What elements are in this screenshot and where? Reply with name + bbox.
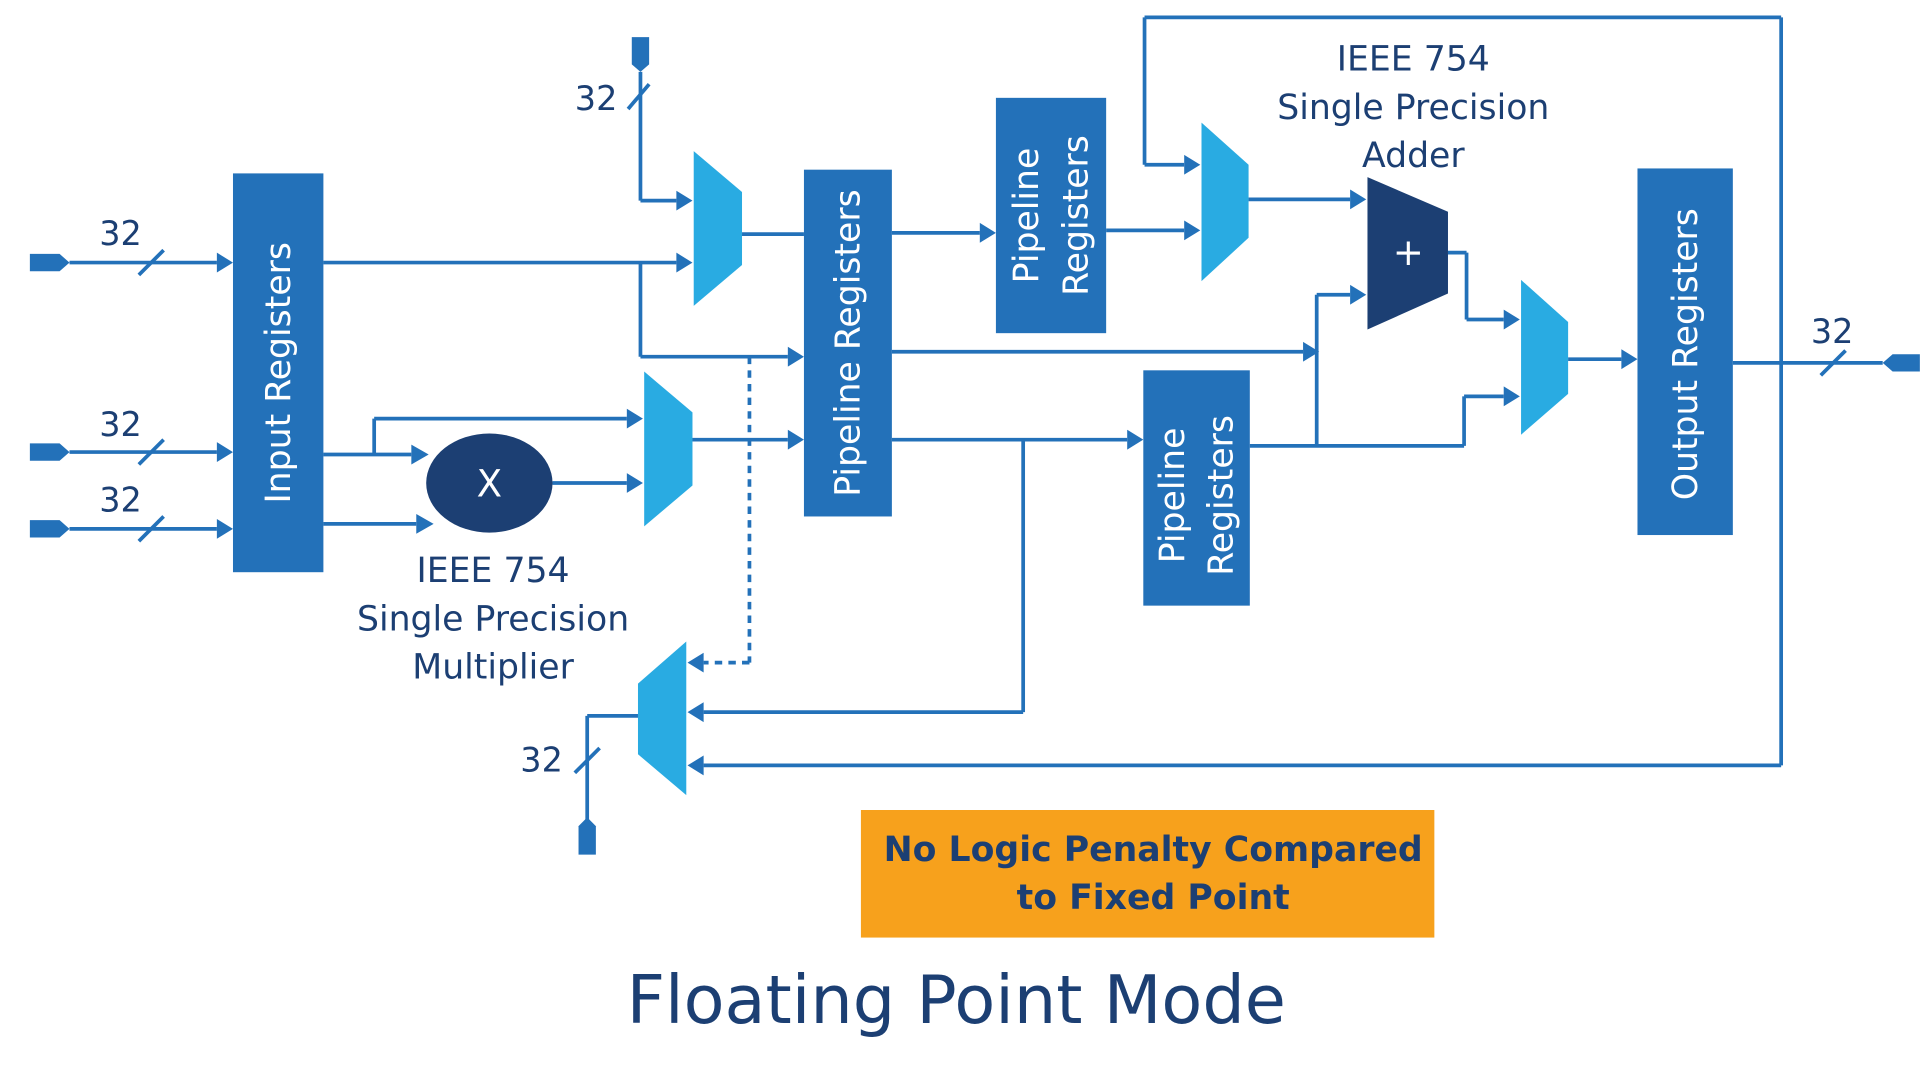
input-pin-b: 32 — [29, 405, 233, 466]
bus-width-label: 32 — [99, 481, 142, 520]
input-registers-label: Input Registers — [259, 242, 299, 504]
input-pin-c: 32 — [29, 481, 233, 543]
mux-3 — [1201, 122, 1249, 282]
svg-text:Single Precision: Single Precision — [357, 599, 629, 639]
bus-width-label: 32 — [575, 79, 618, 118]
svg-text:Multiplier: Multiplier — [412, 648, 574, 688]
svg-text:IEEE 754: IEEE 754 — [417, 551, 570, 591]
pipeline-registers-main: Pipeline Registers — [803, 169, 892, 517]
add-icon: + — [1393, 231, 1424, 274]
callout-box: No Logic Penalty Compared to Fixed Point — [860, 810, 1435, 938]
svg-text:Pipeline Registers: Pipeline Registers — [829, 189, 869, 496]
pipeline-registers-top: Pipeline Registers — [995, 97, 1107, 334]
input-pin-top: 32 — [575, 37, 693, 211]
pipeline-registers-bottom: Pipeline Registers — [1143, 370, 1250, 606]
multiplier-block: X — [426, 433, 553, 533]
input-pin-bottom — [578, 817, 596, 855]
svg-text:Pipeline: Pipeline — [1153, 428, 1193, 564]
svg-text:No Logic Penalty Compared: No Logic Penalty Compared — [884, 830, 1423, 870]
input-pin-a: 32 — [29, 214, 233, 277]
mux-4 — [1521, 279, 1569, 435]
adder-block: + — [1367, 177, 1448, 330]
output-registers-block: Output Registers — [1637, 168, 1733, 536]
bus-width-label: 32 — [1811, 312, 1854, 351]
svg-text:Pipeline: Pipeline — [1007, 148, 1047, 284]
bus-width-label: 32 — [99, 405, 142, 444]
svg-text:Single Precision: Single Precision — [1277, 88, 1549, 128]
input-registers-block: Input Registers — [232, 173, 324, 573]
adder-label: IEEE 754 Single Precision Adder — [1277, 40, 1549, 177]
bus-width-label: 32 — [520, 741, 563, 780]
svg-text:Registers: Registers — [1201, 415, 1241, 576]
multiplier-label: IEEE 754 Single Precision Multiplier — [357, 551, 629, 688]
mux-5 — [637, 641, 687, 796]
diagram-title: Floating Point Mode — [627, 961, 1286, 1039]
output-pin: 32 — [1732, 312, 1920, 377]
svg-text:to Fixed Point: to Fixed Point — [1017, 878, 1290, 918]
multiply-icon: X — [477, 463, 502, 506]
svg-text:Output Registers: Output Registers — [1666, 208, 1706, 500]
mux-1 — [693, 151, 743, 306]
bus-width-label: 32 — [99, 214, 142, 253]
svg-text:Adder: Adder — [1362, 136, 1465, 176]
mux-2 — [644, 371, 693, 527]
svg-text:IEEE 754: IEEE 754 — [1337, 40, 1490, 80]
svg-text:Registers: Registers — [1057, 135, 1097, 296]
